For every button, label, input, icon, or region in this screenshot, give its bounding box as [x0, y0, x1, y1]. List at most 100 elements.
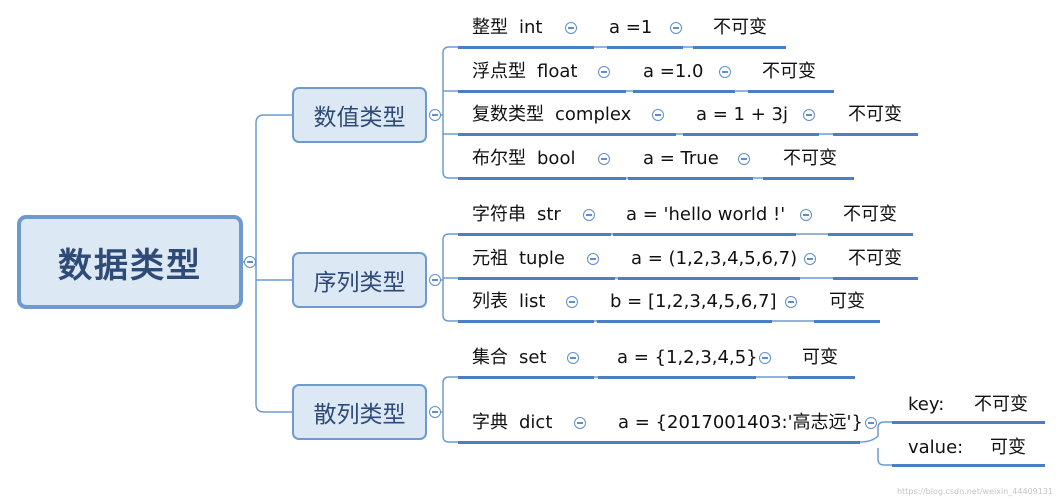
item-mutability[interactable]: 不可变: [848, 248, 902, 269]
item-type: 字典: [472, 412, 508, 433]
item-mutability[interactable]: 不可变: [843, 204, 897, 225]
dict-child-key[interactable]: value:: [908, 437, 964, 458]
example-underline: [607, 46, 683, 49]
category-node-numeric[interactable]: 数值类型: [292, 87, 427, 143]
item-branch: [442, 314, 458, 322]
item-type: 浮点型: [472, 61, 526, 82]
item-example[interactable]: a = True: [643, 148, 719, 169]
item-example[interactable]: a =1: [609, 17, 653, 38]
item-branch: [442, 46, 458, 54]
item-example[interactable]: a = {1,2,3,4,5}: [617, 347, 758, 368]
collapse-icon-example[interactable]: [865, 417, 877, 429]
collapse-icon-example[interactable]: [803, 109, 815, 121]
item-example[interactable]: a = (1,2,3,4,5,6,7): [631, 248, 798, 269]
item-mutability[interactable]: 不可变: [848, 104, 902, 125]
example-underline: [613, 233, 796, 236]
collapse-icon-item[interactable]: [652, 109, 664, 121]
collapse-icon-example[interactable]: [670, 22, 682, 34]
item-mutability[interactable]: 不可变: [783, 148, 837, 169]
collapse-icon-item[interactable]: [574, 417, 586, 429]
item-type-label[interactable]: 浮点型 float: [472, 61, 577, 83]
item-example[interactable]: a = 1 + 3j: [696, 104, 788, 125]
example-underline: [618, 277, 800, 280]
item-example[interactable]: a = 'hello world !': [626, 204, 786, 225]
dict-child-key[interactable]: key:: [908, 394, 945, 415]
collapse-icon-item[interactable]: [567, 352, 579, 364]
collapse-icon-item[interactable]: [565, 22, 577, 34]
collapse-icon-root[interactable]: [244, 256, 256, 268]
collapse-icon-category[interactable]: [429, 109, 441, 121]
item-underline: [458, 46, 594, 49]
collapse-icon-example[interactable]: [785, 296, 797, 308]
dict-branch-key: [859, 421, 1045, 443]
collapse-icon-example[interactable]: [759, 352, 771, 364]
collapse-icon-category[interactable]: [429, 274, 441, 286]
mutability-underline: [788, 376, 855, 379]
collapse-icon-item[interactable]: [583, 209, 595, 221]
item-mutability[interactable]: 不可变: [762, 61, 816, 82]
item-underline: [458, 177, 626, 180]
collapse-icon-example[interactable]: [738, 153, 750, 165]
item-type: 元祖: [472, 248, 508, 269]
item-example[interactable]: a = {2017001403:'高志远'}: [618, 412, 863, 433]
collapse-icon-item[interactable]: [598, 66, 610, 78]
mutability-underline: [828, 233, 913, 236]
collapse-icon-item[interactable]: [598, 153, 610, 165]
item-type: 布尔型: [472, 148, 526, 169]
collapse-icon-example[interactable]: [719, 66, 731, 78]
collapse-icon-category[interactable]: [429, 406, 441, 418]
category-node-hash[interactable]: 散列类型: [292, 384, 427, 440]
item-underline: [458, 376, 594, 379]
item-type-label[interactable]: 布尔型 bool: [472, 148, 575, 170]
item-python-name: bool: [537, 148, 576, 169]
item-branch: [442, 435, 458, 443]
example-underline: [683, 133, 819, 136]
item-python-name: float: [537, 61, 578, 82]
category-node-sequence[interactable]: 序列类型: [292, 252, 427, 308]
item-underline: [458, 277, 615, 280]
example-underline: [597, 320, 772, 323]
item-underline: [458, 233, 611, 236]
item-python-name: list: [519, 291, 546, 312]
item-underline: [458, 133, 676, 136]
item-python-name: int: [519, 17, 543, 38]
item-python-name: set: [519, 347, 547, 368]
item-type: 复数类型: [472, 104, 544, 125]
collapse-icon-example[interactable]: [804, 253, 816, 265]
dict-child-underline: [892, 464, 1045, 467]
item-mutability[interactable]: 不可变: [713, 17, 767, 38]
dict-child-mutability[interactable]: 不可变: [974, 394, 1028, 415]
collapse-icon-example[interactable]: [800, 209, 812, 221]
mutability-underline: [814, 320, 880, 323]
item-type: 字符串: [472, 204, 526, 225]
item-type: 集合: [472, 347, 508, 368]
mutability-underline: [833, 277, 918, 280]
mutability-underline: [693, 46, 786, 49]
mutability-underline: [763, 177, 854, 180]
collapse-icon-item[interactable]: [566, 296, 578, 308]
item-underline: [458, 441, 605, 444]
example-underline: [598, 376, 756, 379]
item-underline: [458, 90, 626, 93]
mutability-underline: [833, 133, 918, 136]
item-type-label[interactable]: 集合 set: [472, 347, 547, 369]
watermark: https://blog.csdn.net/weixin_44409131: [896, 487, 1053, 496]
item-example[interactable]: b = [1,2,3,4,5,6,7]: [610, 291, 777, 312]
dict-child-underline: [892, 421, 1045, 424]
item-mutability[interactable]: 可变: [802, 347, 838, 368]
collapse-icon-item[interactable]: [587, 253, 599, 265]
item-underline: [458, 320, 594, 323]
example-underline: [633, 90, 735, 93]
root-node[interactable]: 数据类型: [17, 215, 243, 309]
item-branch: [442, 233, 458, 241]
dict-child-mutability[interactable]: 可变: [990, 437, 1026, 458]
dict-branch-value: [877, 448, 1045, 466]
item-mutability[interactable]: 可变: [829, 291, 865, 312]
item-example[interactable]: a =1.0: [643, 61, 704, 82]
